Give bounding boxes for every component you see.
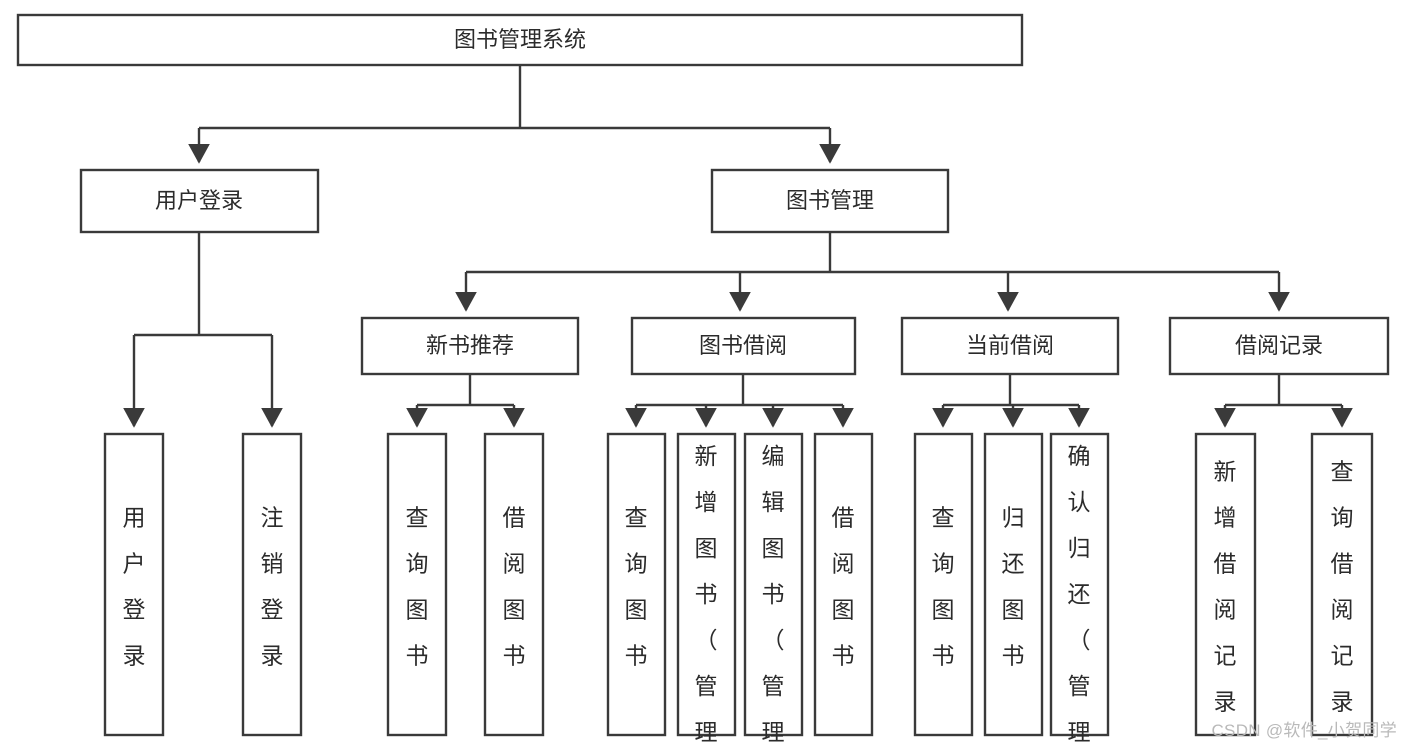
leaf-edit-book-box bbox=[743, 432, 804, 737]
node-current-borrow-box bbox=[900, 316, 1120, 376]
node-new-book-rec-label: 新书推荐 bbox=[426, 333, 514, 358]
leaf-borrow-book-2[interactable]: 借阅图书 bbox=[813, 432, 874, 737]
leaf-logout[interactable]: 注销登录 bbox=[241, 432, 303, 737]
node-book-borrow-box bbox=[630, 316, 857, 376]
leaf-query-record-label: 查询借阅记录 bbox=[1331, 459, 1354, 715]
leaf-query-record[interactable]: 查询借阅记录 bbox=[1310, 432, 1374, 737]
leaf-confirm-return[interactable]: 确认归还（管理员） bbox=[1049, 432, 1110, 747]
leaf-edit-book[interactable]: 编辑图书（管理员） bbox=[743, 432, 804, 747]
node-borrow-record[interactable]: 借阅记录 bbox=[1168, 316, 1390, 376]
leaf-confirm-return-label: 确认归还（管理员） bbox=[1068, 443, 1091, 747]
leaf-borrow-book-1-box bbox=[483, 432, 545, 737]
node-book-borrow-label: 图书借阅 bbox=[699, 333, 787, 358]
node-new-book-rec-box bbox=[360, 316, 580, 376]
leaf-borrow-book-2-label: 借阅图书 bbox=[832, 505, 855, 669]
node-user-login[interactable]: 用户登录 bbox=[79, 168, 320, 234]
node-borrow-record-box bbox=[1168, 316, 1390, 376]
leaf-query-book-3-label: 查询图书 bbox=[932, 505, 955, 669]
leaf-add-record-box bbox=[1194, 432, 1257, 737]
leaf-query-book-1[interactable]: 查询图书 bbox=[386, 432, 448, 737]
leaf-confirm-return-box bbox=[1049, 432, 1110, 737]
leaf-query-book-3[interactable]: 查询图书 bbox=[913, 432, 974, 737]
leaf-add-record-label: 新增借阅记录 bbox=[1214, 459, 1237, 715]
node-current-borrow-label: 当前借阅 bbox=[966, 333, 1054, 358]
node-root-label: 图书管理系统 bbox=[454, 27, 586, 52]
edge-layer bbox=[123, 65, 1353, 428]
leaf-add-record[interactable]: 新增借阅记录 bbox=[1194, 432, 1257, 737]
leaf-return-book-label: 归还图书 bbox=[1002, 505, 1025, 669]
node-root-box bbox=[16, 13, 1024, 67]
csdn-watermark: CSDN @软件_小贺同学 bbox=[1211, 721, 1397, 740]
leaf-user-login[interactable]: 用户登录 bbox=[103, 432, 165, 737]
leaf-return-book[interactable]: 归还图书 bbox=[983, 432, 1044, 737]
leaf-user-login-label: 用户登录 bbox=[123, 505, 146, 669]
leaf-edit-book-label: 编辑图书（管理员） bbox=[762, 443, 785, 747]
leaf-query-record-box bbox=[1310, 432, 1374, 737]
node-current-borrow[interactable]: 当前借阅 bbox=[900, 316, 1120, 376]
leaf-logout-label: 注销登录 bbox=[261, 505, 284, 669]
leaf-query-book-2[interactable]: 查询图书 bbox=[606, 432, 667, 737]
node-user-login-box bbox=[79, 168, 320, 234]
node-book-manage-label: 图书管理 bbox=[786, 188, 874, 213]
node-borrow-record-label: 借阅记录 bbox=[1235, 333, 1323, 358]
node-book-manage[interactable]: 图书管理 bbox=[710, 168, 950, 234]
leaf-query-book-2-box bbox=[606, 432, 667, 737]
node-user-login-label: 用户登录 bbox=[155, 188, 243, 213]
node-new-book-rec[interactable]: 新书推荐 bbox=[360, 316, 580, 376]
leaf-add-book-box bbox=[676, 432, 737, 737]
leaf-query-book-1-label: 查询图书 bbox=[406, 505, 429, 669]
leaf-add-book-label: 新增图书（管理员） bbox=[695, 443, 718, 747]
leaf-add-book[interactable]: 新增图书（管理员） bbox=[676, 432, 737, 747]
node-root[interactable]: 图书管理系统 bbox=[16, 13, 1024, 67]
leaf-user-login-box bbox=[103, 432, 165, 737]
node-book-borrow[interactable]: 图书借阅 bbox=[630, 316, 857, 376]
leaf-borrow-book-2-box bbox=[813, 432, 874, 737]
leaf-borrow-book-1[interactable]: 借阅图书 bbox=[483, 432, 545, 737]
leaf-logout-box bbox=[241, 432, 303, 737]
leaf-query-book-2-label: 查询图书 bbox=[625, 505, 648, 669]
leaf-query-book-3-box bbox=[913, 432, 974, 737]
leaf-return-book-box bbox=[983, 432, 1044, 737]
node-book-manage-box bbox=[710, 168, 950, 234]
leaf-query-book-1-box bbox=[386, 432, 448, 737]
leaf-borrow-book-1-label: 借阅图书 bbox=[503, 505, 526, 669]
